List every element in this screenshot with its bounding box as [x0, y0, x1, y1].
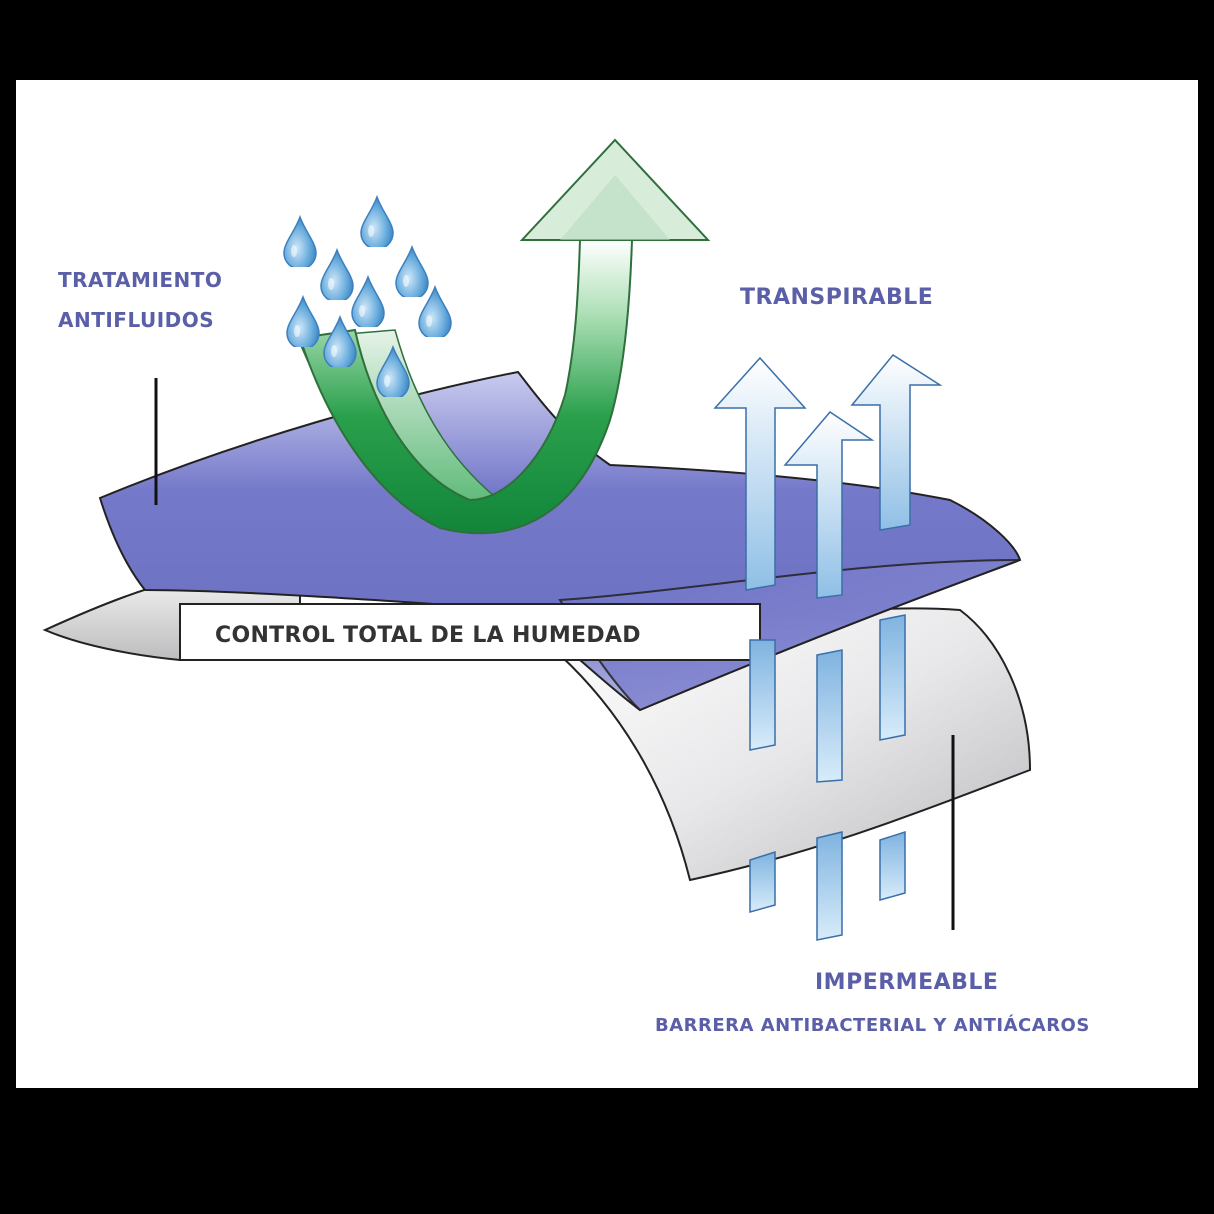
treatment-label-line1: TRATAMIENTO	[58, 268, 223, 292]
barrier-label: BARRERA ANTIBACTERIAL Y ANTIÁCAROS	[655, 1015, 1090, 1036]
control-label-box	[179, 603, 761, 661]
vapor-arrow-2	[783, 411, 875, 599]
water-drop-icon	[320, 249, 354, 300]
treatment-label-line2: ANTIFLUIDOS	[58, 308, 215, 332]
vapor-arrow-1	[713, 356, 807, 591]
vapor-strips	[749, 614, 906, 941]
water-drop-icon	[283, 216, 317, 267]
vapor-arrows	[713, 354, 943, 599]
total-control-label: CONTROL TOTAL DE LA HUMEDAD	[215, 623, 641, 648]
water-drop-icon	[395, 246, 429, 297]
water-drop-icon	[286, 296, 320, 347]
vapor-arrow-3	[850, 354, 943, 531]
top-layer-fold	[558, 559, 1021, 712]
water-drop-icon	[323, 316, 357, 367]
water-drop-icon	[351, 276, 385, 327]
breathable-label: TRANSPIRABLE	[740, 285, 934, 310]
waterproof-label: IMPERMEABLE	[815, 970, 999, 995]
green-moisture-arrow	[296, 138, 711, 535]
water-drop-icon	[360, 196, 394, 247]
